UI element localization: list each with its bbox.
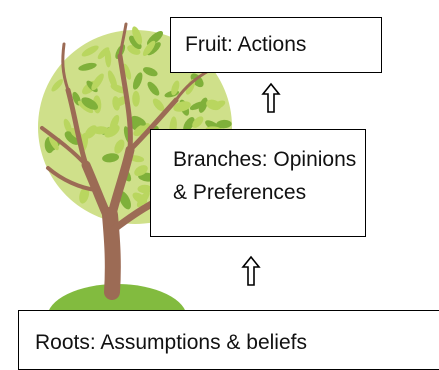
leaf [104, 124, 120, 138]
leaf [132, 26, 143, 45]
leaf [77, 100, 94, 114]
leaf [64, 131, 80, 145]
leaf [122, 63, 132, 80]
leaf [84, 125, 98, 139]
leaf [131, 115, 146, 126]
leaf [63, 118, 72, 134]
leaf [171, 80, 180, 96]
leaf [134, 165, 148, 177]
branches-label-line1: Branches: Opinions [173, 148, 357, 171]
roots-label: Roots: Assumptions & beliefs [35, 331, 307, 354]
leaf [81, 97, 99, 110]
leaf [133, 123, 151, 137]
leaf [137, 184, 153, 194]
leaf [132, 192, 148, 205]
leaf [112, 96, 121, 111]
leaf [198, 97, 208, 113]
leaf [51, 79, 63, 92]
leaf [118, 191, 131, 210]
leaf [129, 35, 142, 50]
roots-box: Roots: Assumptions & beliefs [18, 310, 439, 370]
leaf [110, 84, 127, 94]
leaf [152, 98, 165, 112]
leaf [147, 81, 160, 96]
leaf [216, 119, 232, 129]
leaf [132, 90, 140, 107]
leaf [211, 100, 226, 110]
leaf [142, 40, 156, 57]
branches-box: Branches: Opinions & Preferences [150, 129, 366, 237]
leaf [79, 186, 90, 204]
branches-label-line2: & Preferences [173, 180, 307, 204]
fruit-label: Fruit: Actions [185, 33, 307, 56]
leaf [48, 135, 59, 151]
leaf [173, 101, 191, 112]
leaf [102, 153, 120, 163]
leaf [183, 117, 195, 132]
leaf [91, 73, 104, 91]
up-arrow-icon [261, 82, 281, 113]
leaf [129, 155, 145, 163]
leaf [104, 48, 112, 68]
leaf [143, 67, 158, 77]
leaf [132, 72, 143, 90]
leaf [81, 45, 99, 57]
leaf [114, 139, 125, 154]
leaf [78, 62, 97, 71]
leaf [192, 116, 204, 128]
up-arrow-icon [241, 255, 261, 286]
fruit-box: Fruit: Actions [170, 17, 382, 73]
